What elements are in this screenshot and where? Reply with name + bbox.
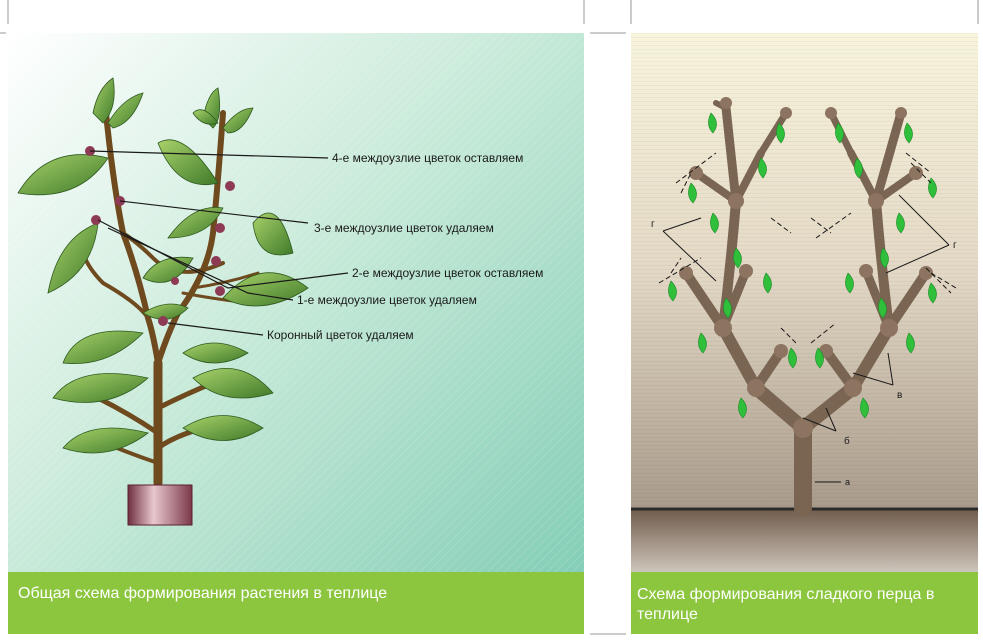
right-caption: Схема формирования сладкого перца в тепл…	[637, 585, 957, 625]
left-caption: Общая схема формирования растения в тепл…	[18, 584, 387, 604]
plant-scheme-panel: 4-е междоузлие цветок оставляем 3-е межд…	[8, 33, 584, 634]
label-internode-2: 2-е междоузлие цветок оставляем	[352, 266, 543, 280]
label-internode-3: 3-е междоузлие цветок удаляем	[314, 221, 494, 235]
left-caption-banner: Общая схема формирования растения в тепл…	[8, 572, 584, 634]
label-internode-1: 1-е междоузлие цветок удаляем	[297, 293, 477, 307]
label-internode-4: 4-е междоузлие цветок оставляем	[332, 151, 523, 165]
letter-b: б	[844, 435, 850, 447]
plant-diagram: 4-е междоузлие цветок оставляем 3-е межд…	[8, 33, 584, 634]
right-caption-banner: Схема формирования сладкого перца в тепл…	[631, 572, 978, 634]
pepper-diagram: г г в б а	[631, 33, 978, 634]
label-crown-flower: Коронный цветок удаляем	[267, 328, 414, 342]
pepper-scheme-panel: г г в б а Схема формирования сладкого пе…	[631, 33, 978, 634]
letter-a: а	[845, 477, 850, 487]
letter-g-right: г	[953, 240, 957, 251]
letter-v: в	[897, 390, 902, 401]
plant-pot	[128, 485, 192, 525]
letter-g-left: г	[651, 219, 655, 230]
